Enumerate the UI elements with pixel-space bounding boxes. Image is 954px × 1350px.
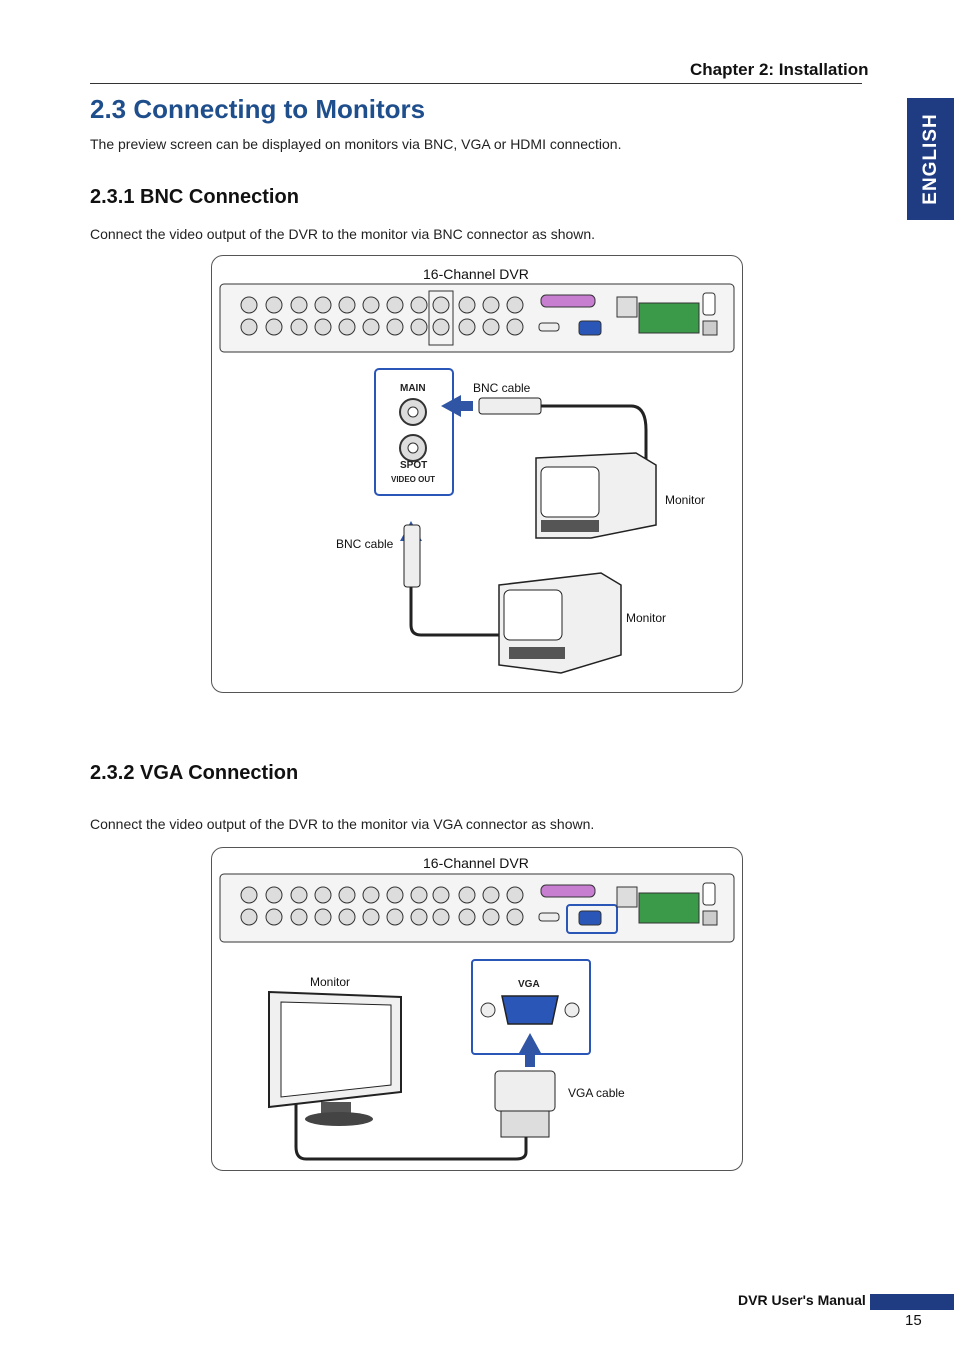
main-label: MAIN: [400, 383, 426, 394]
section-intro: The preview screen can be displayed on m…: [90, 136, 622, 152]
bnc-cable-illustration: [400, 395, 657, 674]
monitor-1-label: Monitor: [665, 493, 706, 507]
vga-title: 2.3.2 VGA Connection: [90, 762, 299, 784]
language-tab-label: ENGLISH: [919, 113, 941, 205]
dvr-rear-panel: [219, 283, 735, 353]
bnc-title: 2.3.1 BNC Connection: [90, 186, 299, 208]
chapter-title: Chapter 2: Installation: [690, 60, 869, 79]
footer-bar: [870, 1294, 954, 1310]
spot-label: SPOT: [400, 460, 428, 471]
vga-port-icon: [480, 995, 580, 1025]
monitor-2-illustration: [498, 572, 622, 674]
vga-dvr-caption: 16-Channel DVR: [423, 855, 529, 871]
video-out-label: VIDEO OUT: [391, 475, 436, 484]
main-bnc-connector-icon: [399, 398, 427, 426]
bnc-cable-left-label: BNC cable: [336, 537, 394, 551]
vga-cable-label: VGA cable: [568, 1086, 625, 1100]
monitor-1-illustration: [535, 452, 657, 539]
vga-monitor-label: Monitor: [310, 975, 351, 989]
video-out-callout: [374, 368, 454, 496]
header-rule: [90, 83, 862, 84]
footer-manual-title: DVR User's Manual: [738, 1292, 866, 1308]
lcd-monitor-illustration: [268, 990, 402, 1126]
bnc-cable-top-label: BNC cable: [473, 381, 531, 395]
bnc-text: Connect the video output of the DVR to t…: [90, 226, 596, 242]
vga-cable-illustration: [268, 990, 556, 1161]
spot-bnc-connector-icon: [399, 434, 427, 462]
language-tab: ENGLISH: [907, 98, 954, 220]
page-number: 15: [905, 1312, 922, 1329]
vga-label: VGA: [518, 979, 540, 990]
bnc-dvr-caption: 16-Channel DVR: [423, 266, 529, 282]
dvr-rear-panel-vga: [219, 873, 735, 943]
section-title: 2.3 Connecting to Monitors: [90, 94, 426, 124]
vga-text: Connect the video output of the DVR to t…: [90, 816, 595, 832]
monitor-2-label: Monitor: [626, 611, 667, 625]
